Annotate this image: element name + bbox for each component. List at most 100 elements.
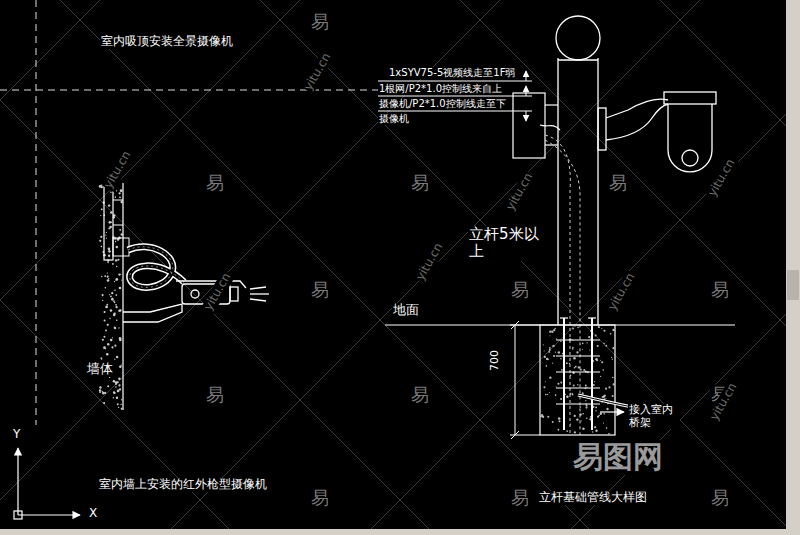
wall-hatch — [114, 359, 115, 360]
watermark: yitu.cn — [503, 170, 536, 214]
concrete-hatch — [600, 376, 601, 377]
watermark-lattice — [60, 0, 595, 535]
note-text: 室内吸顶安装全景摄像机 — [100, 35, 234, 49]
wall-hatch — [108, 204, 110, 206]
concrete-hatch — [549, 349, 551, 351]
concrete-hatch — [608, 433, 610, 435]
concrete-hatch — [600, 413, 602, 415]
wall-hatch — [118, 273, 120, 275]
wall-hatch — [108, 278, 109, 279]
concrete-hatch — [582, 427, 585, 430]
concrete-hatch — [611, 357, 612, 358]
concrete-hatch — [606, 408, 608, 410]
concrete-hatch — [555, 394, 557, 396]
wall-section — [122, 183, 123, 410]
wall-hatch — [115, 386, 117, 388]
wall-hatch — [99, 389, 101, 391]
concrete-hatch — [569, 393, 571, 395]
wall-hatch — [121, 408, 123, 410]
gun-camera — [250, 299, 266, 301]
wall-hatch — [108, 247, 111, 250]
concrete-hatch — [576, 351, 578, 353]
axis-label: Y — [12, 428, 21, 442]
wall-hatch — [103, 346, 106, 349]
concrete-hatch — [603, 413, 605, 415]
concrete-hatch — [578, 366, 580, 368]
concrete-hatch — [588, 336, 590, 338]
watermark: 易 — [205, 385, 225, 406]
dimension-line — [510, 321, 540, 439]
concrete-hatch — [589, 349, 590, 350]
wall-hatch — [107, 275, 109, 277]
pole — [556, 16, 600, 325]
wall-hatch — [107, 324, 109, 326]
concrete-hatch — [605, 388, 607, 390]
foundation — [556, 403, 600, 404]
concrete-hatch — [581, 420, 582, 421]
concrete-hatch — [556, 338, 557, 339]
wall-hatch — [101, 208, 103, 210]
pipe-note: 接入室内桥架 — [628, 404, 680, 429]
dome-camera — [668, 104, 712, 172]
concrete-hatch — [546, 365, 548, 367]
dome-camera — [606, 99, 668, 118]
concrete-hatch — [573, 357, 576, 360]
dome-camera — [598, 108, 606, 150]
wall-hatch — [116, 190, 117, 191]
wall-hatch — [116, 319, 118, 321]
wall-hatch — [116, 397, 118, 399]
wall-hatch — [106, 304, 108, 306]
wall-hatch — [114, 289, 116, 291]
watermark-lattice — [460, 0, 800, 340]
concrete-hatch — [558, 429, 560, 431]
gun-camera — [123, 304, 182, 322]
wall-hatch — [115, 246, 117, 248]
wall-hatch — [120, 201, 123, 204]
wall-hatch — [115, 259, 117, 261]
drawing-caption: 室内墙上安装的红外枪型摄像机 — [98, 478, 268, 492]
foundation — [556, 371, 600, 372]
foundation — [540, 325, 615, 435]
wall-hatch — [110, 295, 112, 297]
concrete-hatch — [572, 348, 574, 350]
camera-cable-coil — [128, 247, 184, 288]
concrete-hatch — [603, 330, 605, 332]
wall-hatch — [104, 275, 106, 277]
concrete-hatch — [566, 430, 568, 432]
wall-hatch — [119, 388, 121, 390]
dashed-boundary — [0, 90, 395, 91]
watermark: yitu.cn — [201, 270, 234, 314]
watermark-lattice — [165, 0, 700, 535]
concrete-hatch — [605, 345, 607, 347]
concrete-hatch — [602, 369, 604, 371]
wall-hatch — [114, 281, 115, 282]
concrete-hatch — [570, 375, 572, 377]
concrete-hatch — [586, 405, 588, 407]
junction-box — [545, 104, 558, 105]
wall-hatch — [113, 313, 115, 315]
wall-hatch — [115, 383, 117, 385]
wall-section — [113, 200, 123, 201]
concrete-hatch — [547, 394, 548, 395]
concrete-hatch — [561, 369, 563, 371]
wall-hatch — [115, 304, 117, 306]
watermark: 易 — [710, 280, 730, 301]
concrete-hatch — [545, 394, 547, 396]
wall-hatch — [99, 386, 101, 388]
concrete-hatch — [576, 419, 577, 420]
watermark-lattice — [0, 0, 100, 100]
concrete-hatch — [543, 344, 544, 345]
concrete-hatch — [549, 331, 551, 333]
wall-hatch — [110, 309, 112, 311]
cable-note: 1xSYV75-5视频线走至1F弱 — [388, 67, 516, 79]
dimension-line — [511, 321, 519, 329]
wall-hatch — [104, 392, 106, 394]
wall-hatch — [116, 356, 118, 358]
concrete-hatch — [545, 381, 546, 382]
concrete-hatch — [606, 427, 608, 429]
concrete-hatch — [552, 345, 554, 347]
wall-section — [104, 185, 113, 260]
junction-box — [540, 125, 560, 130]
